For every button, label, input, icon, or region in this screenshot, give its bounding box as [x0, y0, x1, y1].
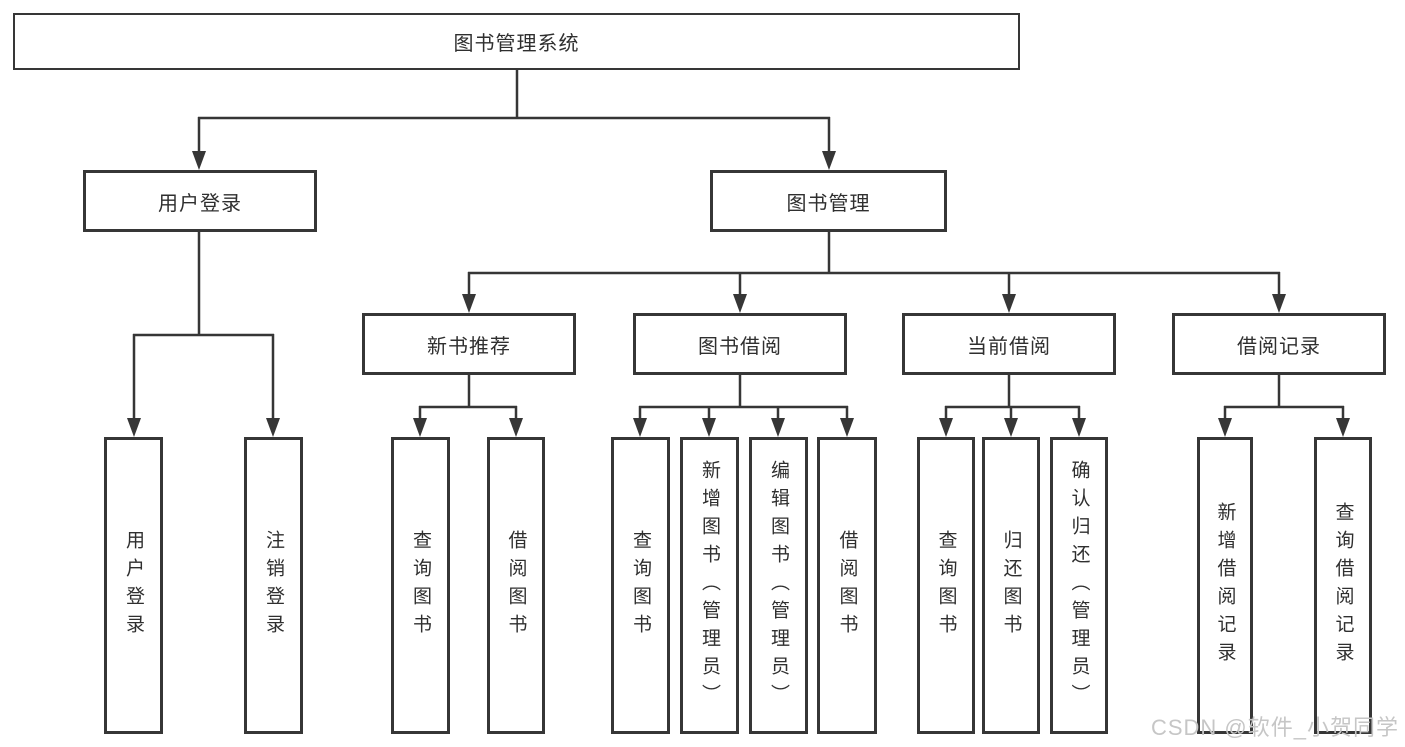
leaf-query-borrow-record: 查询借阅记录	[1314, 437, 1372, 734]
edges-book-borrow	[633, 374, 854, 437]
leaf-borrow-books-1: 借阅图书	[487, 437, 545, 734]
leaf-query-books-1: 查询图书	[391, 437, 450, 734]
node-borrow-records-label: 借阅记录	[1237, 335, 1321, 358]
leaf-add-books-admin-label: 新增图书（管理员）	[699, 459, 720, 712]
leaf-add-borrow-record: 新增借阅记录	[1197, 437, 1253, 734]
leaf-borrow-books-2: 借阅图书	[817, 437, 877, 734]
node-user-login: 用户登录	[83, 170, 317, 232]
node-current-borrow: 当前借阅	[902, 313, 1116, 375]
leaf-borrow-books-2-label: 借阅图书	[836, 529, 858, 642]
leaf-borrow-books-1-label: 借阅图书	[505, 529, 527, 642]
leaf-logout-label: 注销登录	[263, 529, 284, 642]
node-user-login-label: 用户登录	[158, 192, 242, 215]
edges-user-login	[127, 231, 280, 437]
node-root-system: 图书管理系统	[13, 13, 1020, 70]
leaf-query-books-1-label: 查询图书	[410, 529, 431, 642]
node-new-book-recommend-label: 新书推荐	[427, 335, 511, 358]
csdn-watermark: CSDN @软件_小贺同学	[1150, 715, 1399, 740]
leaf-query-books-2-label: 查询图书	[630, 529, 651, 642]
edges-book-management	[462, 231, 1286, 313]
node-borrow-records: 借阅记录	[1172, 313, 1386, 375]
leaf-query-books-3: 查询图书	[917, 437, 975, 734]
node-new-book-recommend: 新书推荐	[362, 313, 576, 375]
leaf-confirm-return-admin: 确认归还（管理员）	[1050, 437, 1108, 734]
node-root-label: 图书管理系统	[453, 33, 580, 55]
leaf-logout: 注销登录	[244, 437, 303, 734]
edges-borrow-records	[1218, 374, 1350, 437]
leaf-return-books: 归还图书	[982, 437, 1040, 734]
edges-current-borrow	[939, 374, 1086, 437]
leaf-user-login: 用户登录	[104, 437, 163, 734]
node-book-borrow-label: 图书借阅	[698, 335, 782, 358]
leaf-add-borrow-record-label: 新增借阅记录	[1214, 501, 1236, 670]
leaf-confirm-return-admin-label: 确认归还（管理员）	[1068, 459, 1090, 712]
node-current-borrow-label: 当前借阅	[967, 335, 1051, 358]
leaf-return-books-label: 归还图书	[1000, 529, 1022, 642]
leaf-edit-books-admin: 编辑图书（管理员）	[749, 437, 808, 734]
edges-root-to-level2	[192, 70, 836, 170]
node-book-borrow: 图书借阅	[633, 313, 847, 375]
node-book-management-label: 图书管理	[786, 192, 871, 215]
leaf-query-borrow-record-label: 查询借阅记录	[1332, 501, 1354, 670]
node-book-management: 图书管理	[710, 170, 947, 232]
leaf-user-login-label: 用户登录	[123, 529, 144, 642]
leaf-add-books-admin: 新增图书（管理员）	[680, 437, 739, 734]
leaf-edit-books-admin-label: 编辑图书（管理员）	[768, 459, 789, 712]
leaf-query-books-3-label: 查询图书	[935, 529, 957, 642]
leaf-query-books-2: 查询图书	[611, 437, 670, 734]
edges-new-book-recommend	[413, 374, 523, 437]
